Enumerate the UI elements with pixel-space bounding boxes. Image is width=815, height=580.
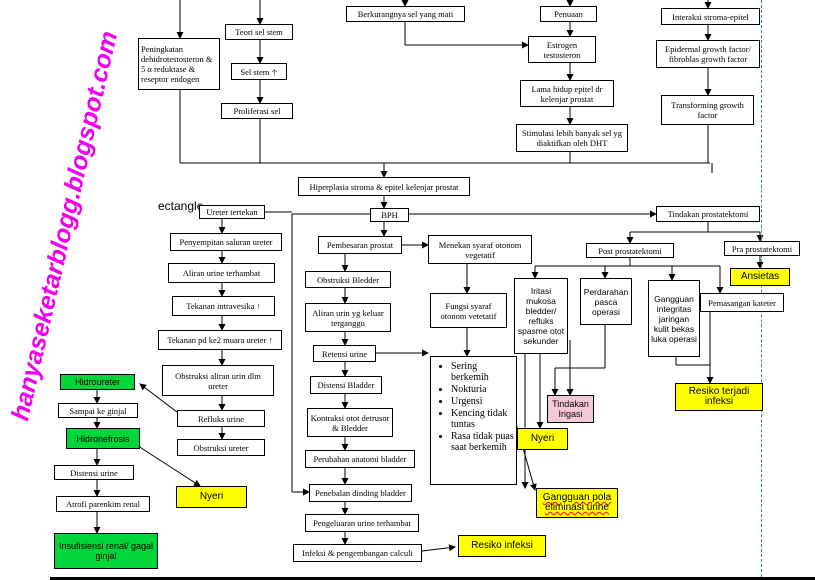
tindakan-prostatektomi-box: Tindakan prostatektomi <box>656 206 760 222</box>
up-arrow-icon: 🡡 <box>271 66 278 77</box>
perdarahan-box: Perdarahan pasca operasi <box>580 278 632 325</box>
fungsi-syaraf-box: Fungsi syaraf otonom vetetatif <box>430 293 507 328</box>
hiperplasia-box: Hiperplasia stroma & epitel kelenjar pro… <box>298 177 470 196</box>
berkurangnya-box: Berkurangnya sel yang mati <box>346 6 465 22</box>
proliferasi-box: Proliferasi sel <box>221 103 293 119</box>
ansietas-box: Ansietas <box>730 268 790 286</box>
transforming-box: Transforming growth factor <box>661 95 754 125</box>
menekan-box: Menekan syaraf otonom vegetatif <box>428 235 532 264</box>
penyempitan-box: Penyempitan saluran ureter <box>170 233 282 251</box>
ureter-tertekan-box: Ureter tertekan <box>199 205 265 219</box>
tekanan-pd-box: Tekanan pd ke2 muara ureter ↑ <box>158 330 282 350</box>
kontraksi-box: Kontraksi otot detrusor & Bledder <box>307 408 393 437</box>
pra-prostatektomi-box: Pra prostatektomi <box>724 241 800 256</box>
distensi-bladder-box: Distensi Bladder <box>310 376 382 394</box>
list-item: Nokturia <box>451 384 514 395</box>
epidermal-box: Epidermal growth factor/ fibroblas growt… <box>656 40 760 68</box>
hidroureter-box: Hidroureter <box>60 374 135 390</box>
sampai-ginjal-box: Sampai ke ginjal <box>58 403 138 418</box>
symptom-list: Sering berkemih Nokturia Urgensi Kencing… <box>430 356 517 485</box>
tekanan-pd-label: Tekanan pd ke2 muara ureter <box>167 335 267 345</box>
stimulasi-box: Stimulasi lebih banyak sel yg diaktifkan… <box>516 124 628 152</box>
up-arrow-icon: ↑ <box>268 335 273 345</box>
retensi-urine-box: Retensi urine <box>313 345 376 362</box>
shape-tooltip: ectangle <box>158 197 212 215</box>
sel-stem-box: Sel stem 🡡 <box>231 63 287 80</box>
iritasi-box: Iritasi mukosa bledder/ refluks spasme o… <box>514 278 568 354</box>
resiko-terjadi-infeksi-box: Resiko terjadi infeksi <box>675 383 763 411</box>
lama-hidup-box: Lama hidup epitel dr kelenjar prostat <box>520 80 614 107</box>
penuaan-box: Penuaan <box>540 6 597 22</box>
penebalan-box: Penebalan dinding bladder <box>309 484 412 502</box>
page-margin-guide <box>761 0 762 577</box>
gangguan-integritas-box: Gangguan integritas jaringan kulit bekas… <box>648 280 700 357</box>
nyeri-middle-box: Nyeri <box>517 428 568 450</box>
resiko-infeksi-box: Resiko infeksi <box>458 535 546 557</box>
obstruksi-ureter-box: Obstruksi ureter <box>177 439 265 456</box>
list-item: Sering berkemih <box>451 361 514 383</box>
tekanan-intravesika-label: Tekanan intravesika <box>186 301 255 311</box>
sel-stem-label: Sel stem <box>240 66 270 77</box>
list-item: Kencing tidak tuntas <box>451 408 514 430</box>
pengeluaran-box: Pengeluaran urine terhambat <box>305 514 419 532</box>
atrofi-box: Atrofi parenkim renal <box>56 496 150 512</box>
aliran-keluar-box: Aliran urin yg keluar terganggu <box>305 303 391 332</box>
bph-box: BPH <box>370 208 409 222</box>
aliran-hambat-box: Aliran urine terhambat <box>168 263 275 283</box>
tindakan-irigasi-box: Tindakan Irigasi <box>547 395 594 423</box>
list-item: Rasa tidak puas saat berkemih <box>451 431 514 453</box>
teori-sel-stem-box: Teori sel stem <box>225 24 293 40</box>
testosteron-label: testosteron <box>543 49 581 60</box>
obstruksi-aliran-box: Obstruksi aliran urin dlm ureter <box>162 365 274 396</box>
up-arrow-icon: ↑ <box>256 301 261 311</box>
distensi-urine-box: Distensi urine <box>54 465 134 480</box>
nyeri-left-box: Nyeri <box>176 486 247 508</box>
insufisiensi-box: Insufisiensi renal/ gagal ginjal <box>54 533 158 569</box>
tekanan-intravesika-box: Tekanan intravesika ↑ <box>172 296 275 316</box>
hidronefrosis-box: Hidronefrosis <box>66 428 140 449</box>
perubahan-box: Perubahan anatomi bladder <box>305 450 415 468</box>
peningkatan-box: Peningkatan dehidrotestosteron & 5 α red… <box>138 38 220 90</box>
estrogen-label: Estrogen <box>546 39 578 50</box>
page-bottom-edge <box>50 577 815 580</box>
pemasangan-kateter-box: Pemasangan kateter <box>700 293 784 312</box>
refluks-box: Refluks urine <box>177 410 265 427</box>
gangguan-pola-box: Gangguan pola eliminasi urine <box>536 488 618 518</box>
interaksi-box: Interaksi stroma-epitel <box>661 8 760 25</box>
obstruksi-bledder-box: Obstruksi Bledder <box>305 271 391 288</box>
estrogen-box: Estrogen testosteron <box>528 36 596 63</box>
pembesaran-box: Pembesaran prostat <box>318 236 402 254</box>
post-prostatektomi-box: Post prostatektomi <box>586 243 674 258</box>
list-item: Urgensi <box>451 396 514 407</box>
infeksi-calculi-box: Infeksi & pengembangan calculi <box>293 544 422 562</box>
